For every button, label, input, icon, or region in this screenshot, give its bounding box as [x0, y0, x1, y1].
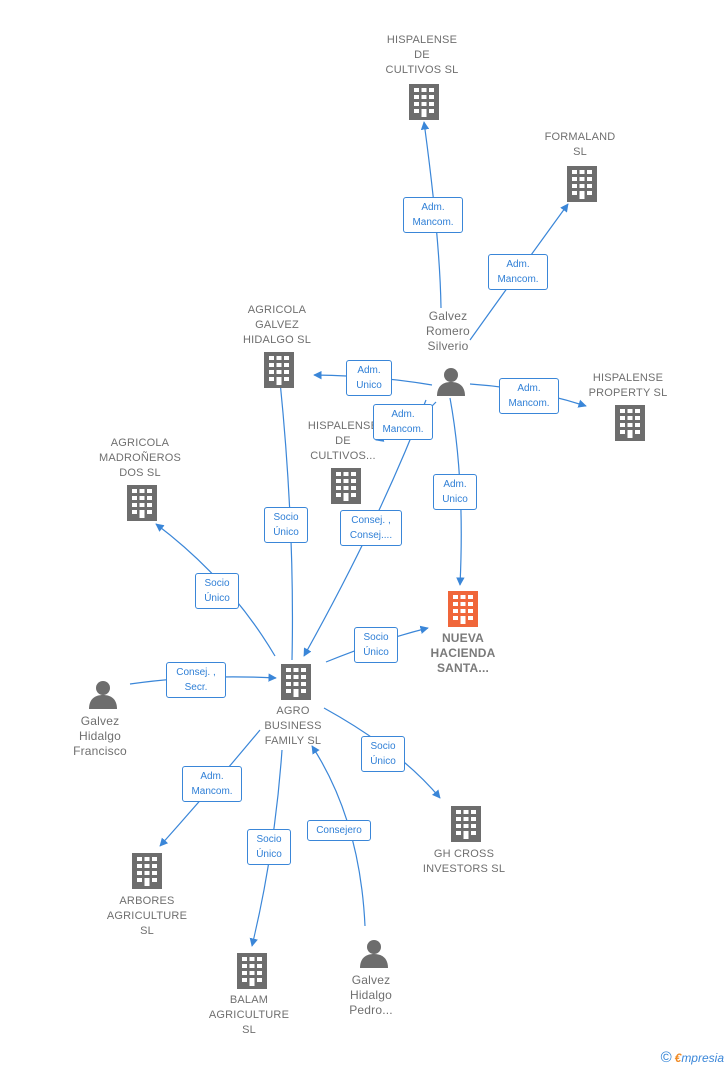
node-text: ARBORES AGRICULTURE SL — [106, 895, 188, 937]
copyright-icon: © — [660, 1049, 672, 1066]
agro-business-building-icon[interactable] — [281, 664, 311, 700]
node-label-agro-business[interactable]: AGRO BUSINESS FAMILY SL — [243, 704, 343, 749]
node-label-agricola-madronieros[interactable]: AGRICOLA MADROÑEROS DOS SL — [90, 436, 190, 481]
node-label-nueva-hacienda[interactable]: NUEVA HACIENDA SANTA... — [413, 631, 513, 676]
galvez-francisco-person-icon[interactable] — [88, 679, 118, 709]
edge-label-e15[interactable]: Consejero — [307, 820, 371, 841]
edge-label-e2[interactable]: Adm. Mancom. — [488, 254, 548, 290]
agricola-madronieros-building-icon[interactable] — [127, 485, 157, 521]
node-text: AGRICOLA MADROÑEROS DOS SL — [98, 437, 182, 479]
gh-cross-building-icon[interactable] — [451, 806, 481, 842]
edge-label-e11[interactable]: Consej. , Secr. — [166, 662, 226, 698]
node-label-arbores[interactable]: ARBORES AGRICULTURE SL — [97, 894, 197, 939]
edge-label-e8[interactable]: Socio Único — [264, 507, 308, 543]
node-text: Galvez Hidalgo Pedro... — [349, 973, 393, 1017]
edge-label-e12[interactable]: Adm. Mancom. — [182, 766, 242, 802]
agricola-galvez-building-icon[interactable] — [264, 352, 294, 388]
node-text: FORMALAND SL — [544, 131, 616, 158]
node-text: HISPALENSE DE CULTIVOS... — [307, 420, 379, 462]
edge-label-e4[interactable]: Adm. Mancom. — [499, 378, 559, 414]
node-label-galvez-romero[interactable]: Galvez Romero Silverio — [408, 309, 488, 354]
node-label-hispalense-cultivos-top[interactable]: HISPALENSE DE CULTIVOS SL — [372, 33, 472, 78]
node-label-agricola-galvez[interactable]: AGRICOLA GALVEZ HIDALGO SL — [227, 303, 327, 348]
node-text: HISPALENSE DE CULTIVOS SL — [385, 34, 459, 76]
formaland-building-icon[interactable] — [567, 166, 597, 202]
edge-label-e3[interactable]: Adm. Unico — [346, 360, 392, 396]
node-label-galvez-pedro[interactable]: Galvez Hidalgo Pedro... — [331, 973, 411, 1018]
edge-label-e14[interactable]: Socio Único — [361, 736, 405, 772]
hispalense-cultivos-mid-building-icon[interactable] — [331, 468, 361, 504]
edge-label-e6[interactable]: Adm. Unico — [433, 474, 477, 510]
edge-label-e9[interactable]: Socio Único — [195, 573, 239, 609]
brand-logo-initial: € — [674, 1051, 682, 1065]
node-label-balam[interactable]: BALAM AGRICULTURE SL — [199, 993, 299, 1038]
edge-label-e1[interactable]: Adm. Mancom. — [403, 197, 463, 233]
edge-label-e10[interactable]: Socio Único — [354, 627, 398, 663]
node-label-galvez-francisco[interactable]: Galvez Hidalgo Francisco — [60, 714, 140, 759]
node-label-hispalense-cultivos-mid[interactable]: HISPALENSE DE CULTIVOS... — [293, 419, 393, 464]
node-text: AGRO BUSINESS FAMILY SL — [264, 705, 322, 747]
hispalense-cultivos-top-building-icon[interactable] — [409, 84, 439, 120]
arbores-building-icon[interactable] — [132, 853, 162, 889]
node-text: GH CROSS INVESTORS SL — [422, 848, 506, 875]
nueva-hacienda-building-icon[interactable] — [448, 591, 478, 627]
hispalense-property-building-icon[interactable] — [615, 405, 645, 441]
galvez-pedro-person-icon[interactable] — [359, 938, 389, 968]
edge-label-e13[interactable]: Socio Único — [247, 829, 291, 865]
brand-footer[interactable]: ©€mpresia — [661, 1049, 724, 1066]
node-label-gh-cross[interactable]: GH CROSS INVESTORS SL — [414, 847, 514, 877]
node-text: Galvez Romero Silverio — [426, 309, 470, 353]
balam-building-icon[interactable] — [237, 953, 267, 989]
node-text: BALAM AGRICULTURE SL — [208, 994, 290, 1036]
edge-label-e7[interactable]: Consej. , Consej.... — [340, 510, 402, 546]
node-label-formaland[interactable]: FORMALAND SL — [530, 130, 630, 160]
node-label-hispalense-property[interactable]: HISPALENSE PROPERTY SL — [578, 371, 678, 401]
brand-logo-text: mpresia — [681, 1051, 724, 1065]
node-text: NUEVA HACIENDA SANTA... — [430, 631, 496, 675]
galvez-romero-person-icon[interactable] — [436, 366, 466, 396]
edge-label-e5[interactable]: Adm. Mancom. — [373, 404, 433, 440]
node-text: HISPALENSE PROPERTY SL — [588, 372, 668, 399]
node-text: AGRICOLA GALVEZ HIDALGO SL — [242, 304, 312, 346]
node-text: Galvez Hidalgo Francisco — [73, 714, 127, 758]
